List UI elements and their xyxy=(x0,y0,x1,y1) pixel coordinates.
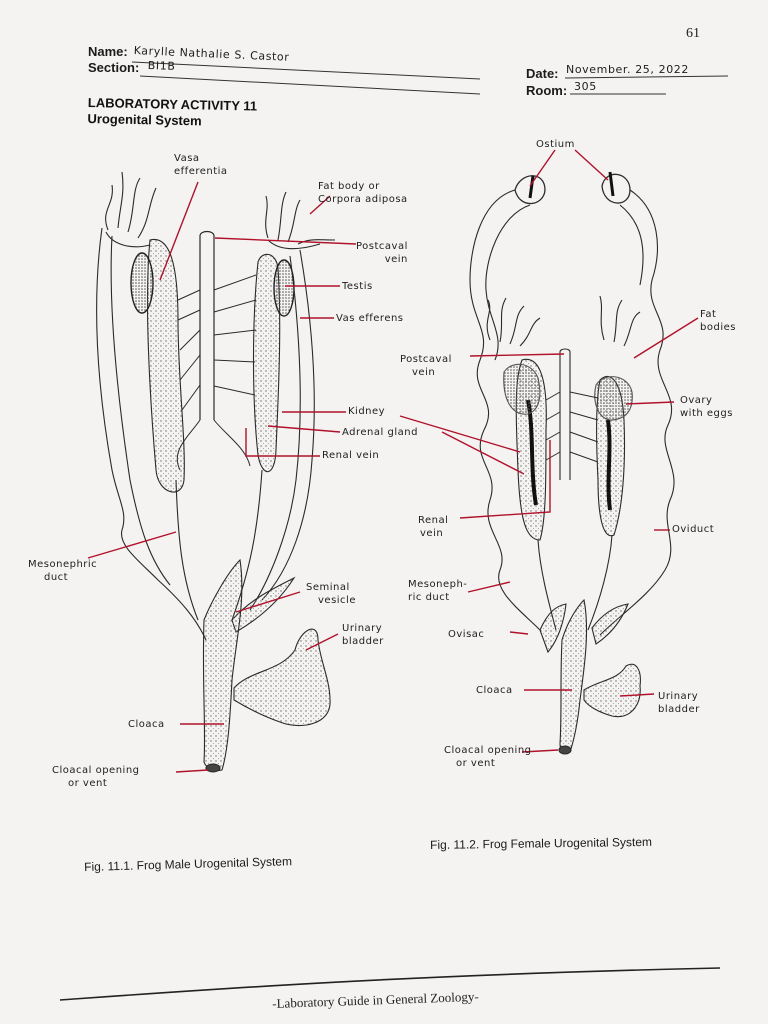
label-ovary: Ovary with eggs xyxy=(680,395,733,419)
female-cloaca xyxy=(559,598,588,754)
female-left-oviduct xyxy=(469,189,541,631)
female-right-oviduct xyxy=(599,189,675,636)
male-postcaval-vein xyxy=(199,230,215,420)
female-urogenital-diagram xyxy=(469,171,675,755)
male-urinary-bladder xyxy=(233,628,331,726)
female-cloacal-opening xyxy=(558,745,572,755)
female-urinary-bladder xyxy=(583,663,641,718)
male-left-fat-body xyxy=(105,171,157,248)
label-oviduct: Oviduct xyxy=(672,524,715,535)
female-left-ostium xyxy=(514,175,546,205)
label-male-renal-vein: Renal vein xyxy=(322,450,380,461)
label-ostium: Ostium xyxy=(536,139,575,150)
label-ovisac: Ovisac xyxy=(448,629,485,640)
male-cloacal-opening xyxy=(205,763,221,773)
section-label: Section: xyxy=(88,60,140,75)
label-vas-efferens: Vas efferens xyxy=(336,313,404,324)
male-right-fat-body xyxy=(265,191,336,250)
label-female-cloacal-opening: Cloacal opening or vent xyxy=(444,745,532,769)
label-male-mesonephric-duct: Mesonephric duct xyxy=(28,559,98,583)
female-left-fat-body xyxy=(486,297,541,347)
label-adrenal-gland: Adrenal gland xyxy=(342,427,418,438)
male-seminal-vesicle xyxy=(231,576,296,633)
male-left-testis xyxy=(130,252,154,314)
label-male-urinary-bladder: Urinary bladder xyxy=(342,623,384,647)
label-female-mesonephric-duct: Mesoneph- ric duct xyxy=(408,579,468,603)
male-urogenital-diagram xyxy=(96,171,336,773)
label-fat-bodies: Fat bodies xyxy=(700,309,736,333)
label-male-cloaca: Cloaca xyxy=(128,719,165,730)
date-label: Date: xyxy=(526,66,559,81)
label-female-cloaca: Cloaca xyxy=(476,685,513,696)
female-left-ovary xyxy=(503,363,541,415)
footer-rule xyxy=(59,967,721,1001)
room-value: 305 xyxy=(574,80,597,93)
label-vasa-efferentia: Vasa efferentia xyxy=(174,153,228,177)
label-male-postcaval-vein: Postcaval vein xyxy=(356,241,408,265)
female-right-ovary xyxy=(594,376,633,421)
label-male-kidney: Kidney xyxy=(348,406,386,417)
section-value: BI1B xyxy=(147,59,176,73)
name-label: Name: xyxy=(88,44,128,59)
page-number: 61 xyxy=(686,26,700,41)
label-female-postcaval-vein: Postcaval vein xyxy=(400,354,452,378)
leader-lines xyxy=(87,149,699,773)
header-underlines xyxy=(131,61,729,95)
female-postcaval-vein xyxy=(559,348,571,480)
activity-title: LABORATORY ACTIVITY 11 Urogenital System xyxy=(87,95,257,131)
female-right-fat-body xyxy=(599,295,641,347)
label-female-renal-vein: Renal vein xyxy=(418,515,449,539)
room-label: Room: xyxy=(526,83,568,98)
label-testis: Testis xyxy=(342,281,373,292)
male-cloaca xyxy=(202,558,243,772)
label-female-urinary-bladder: Urinary bladder xyxy=(658,691,700,715)
male-renal-branches xyxy=(176,274,257,471)
female-ovisac xyxy=(539,603,567,654)
male-left-kidney xyxy=(146,238,185,493)
label-fat-body: Fat body or Corpora adiposa xyxy=(318,181,408,205)
male-right-testis xyxy=(273,259,295,317)
label-seminal-vesicle: Seminal vesicle xyxy=(306,582,356,606)
date-value: November. 25, 2022 xyxy=(566,63,689,76)
female-renal-branches xyxy=(545,391,599,463)
label-male-cloacal-opening: Cloacal opening or vent xyxy=(52,765,140,789)
